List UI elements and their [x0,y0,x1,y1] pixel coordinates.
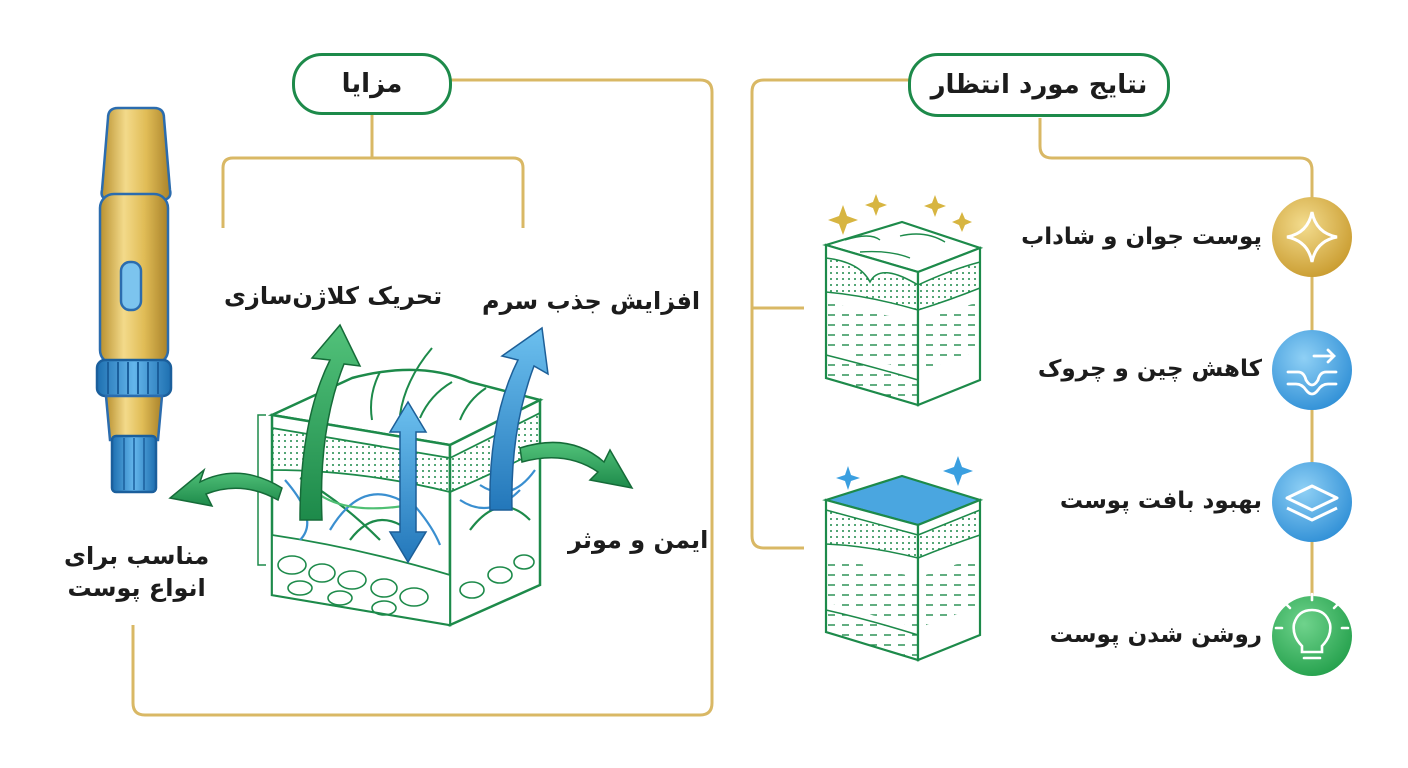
lightbulb-icon [1274,592,1350,660]
result-circle-3 [1272,462,1352,542]
gold-connector-lines [131,78,1314,717]
wrinkle-smooth-icon [1286,348,1338,396]
result-label-3: بهبود بافت پوست [1059,488,1262,514]
result-label-1: پوست جوان و شاداب [1021,224,1262,250]
serum-arrow [489,326,549,511]
dermapen-device [95,106,173,494]
skin-block-before [822,194,984,407]
sparkle-icon [1286,211,1338,263]
skin-types-line-1: مناسب برای [64,542,210,570]
safe-arrow [519,441,634,490]
benefits-title-pill: مزایا [292,53,452,115]
skin-types-label: مناسب برای انواع پوست [64,540,209,604]
collagen-arrow [299,323,362,521]
skin-types-arrow [168,467,283,508]
penetration-arrow [388,400,428,564]
safe-label: ایمن و موثر [568,526,709,554]
results-title-pill: نتایج مورد انتظار [908,53,1170,117]
result-circle-1 [1272,197,1352,277]
result-circle-2 [1272,330,1352,410]
results-title: نتایج مورد انتظار [930,70,1148,100]
layers-icon [1285,484,1339,522]
result-label-2: کاهش چین و چروک [1037,356,1262,382]
result-label-4: روشن شدن پوست [1049,622,1262,648]
benefits-title: مزایا [341,69,403,99]
collagen-label: تحریک کلاژن‌سازی [224,282,443,310]
skin-types-line-2: انواع پوست [67,574,206,602]
skin-block-after [822,456,984,662]
benefit-arrows [168,323,634,564]
result-circle-4 [1272,592,1352,676]
serum-label: افزایش جذب سرم [482,287,701,315]
